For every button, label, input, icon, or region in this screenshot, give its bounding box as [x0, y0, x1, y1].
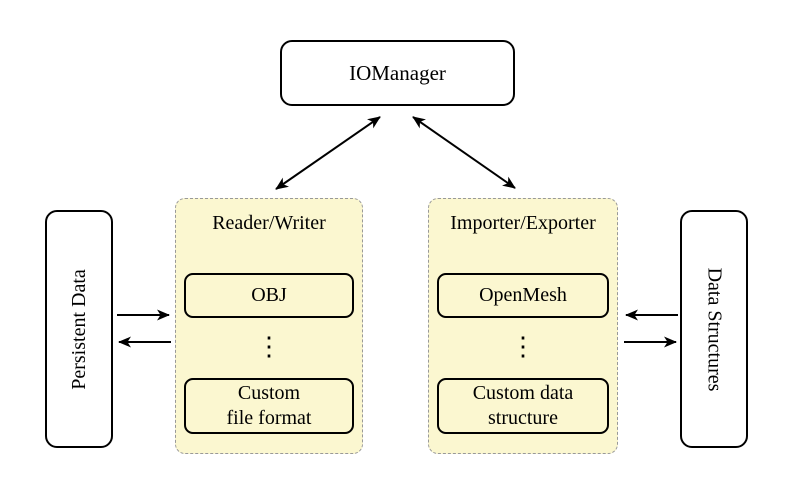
- node-custom-data-structure: Custom data structure: [437, 378, 609, 434]
- node-data-structures-label: Data Structures: [703, 267, 726, 391]
- node-data-structures: Data Structures: [680, 210, 748, 448]
- node-iomanager: IOManager: [280, 40, 515, 106]
- node-custom-file-format-line2: file format: [226, 407, 312, 429]
- node-openmesh: OpenMesh: [437, 273, 609, 318]
- arrow-iomanager-importer-exporter: [412, 116, 516, 189]
- node-custom-file-format: Custom file format: [184, 378, 354, 434]
- arrow-iomanager-reader-writer: [275, 116, 381, 190]
- ellipsis-reader-writer: ⋮: [256, 332, 282, 361]
- node-custom-data-structure-line2: structure: [488, 407, 558, 429]
- group-title-reader-writer: Reader/Writer: [212, 212, 326, 234]
- node-persistent-data: Persistent Data: [45, 210, 113, 448]
- node-obj: OBJ: [184, 273, 354, 318]
- node-persistent-data-label: Persistent Data: [67, 268, 90, 390]
- ellipsis-importer-exporter: ⋮: [510, 332, 536, 361]
- node-custom-file-format-line1: Custom: [237, 382, 301, 404]
- node-custom-data-structure-line1: Custom data: [472, 382, 574, 404]
- group-importer-exporter: Importer/Exporter OpenMesh ⋮ Custom data…: [428, 198, 618, 454]
- group-title-importer-exporter: Importer/Exporter: [450, 212, 596, 234]
- group-reader-writer: Reader/Writer OBJ ⋮ Custom file format: [175, 198, 363, 454]
